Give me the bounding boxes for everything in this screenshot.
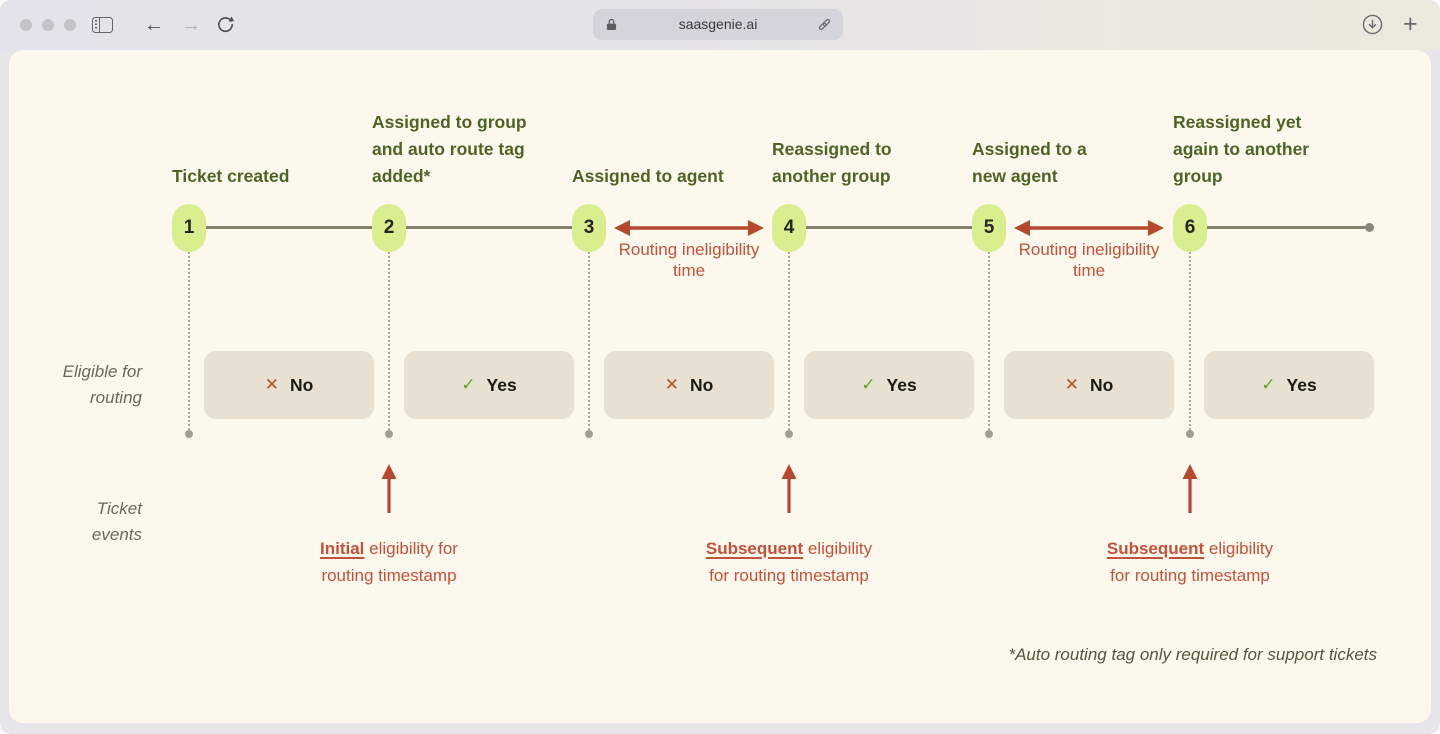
event-label-1: Ticket created: [172, 166, 290, 186]
event-label-3: Assigned to agent: [572, 166, 724, 186]
downloads-icon[interactable]: [1362, 14, 1383, 40]
timeline-segment: [1190, 226, 1370, 229]
eligibility-box-2: ✓ Yes: [404, 351, 574, 419]
annotation-subsequent-eligibility-2: Subsequent eligibility for routing times…: [1070, 535, 1310, 589]
up-arrow-icon: [381, 464, 397, 513]
eligibility-box-1: ✕ No: [204, 351, 374, 419]
drop-line: [188, 252, 190, 430]
double-arrow-icon: [1014, 220, 1164, 236]
event-label-2: Assigned to group and auto route tag add…: [372, 112, 527, 186]
lock-icon: [606, 18, 617, 36]
url-text: saasgenie.ai: [678, 16, 758, 32]
footnote: *Auto routing tag only required for supp…: [1008, 645, 1377, 664]
eligibility-value: No: [289, 374, 314, 395]
event-node-2: 2: [372, 204, 406, 252]
page-content: Ticket events Eligible for routing Ticke…: [9, 50, 1431, 723]
annotation-text: routing timestamp: [321, 566, 457, 585]
back-button[interactable]: ←: [144, 14, 164, 36]
annotation-text: for routing timestamp: [1110, 566, 1270, 585]
row-label-ticket-events: Ticket events: [91, 499, 142, 544]
check-icon: ✓: [461, 375, 476, 394]
event-label-4: Reassigned to another group: [772, 139, 892, 186]
eligibility-value: No: [1089, 374, 1114, 395]
event-node-4: 4: [772, 204, 806, 252]
eligibility-value: Yes: [486, 374, 517, 395]
window-zoom-button[interactable]: [64, 19, 76, 31]
window-close-button[interactable]: [20, 19, 32, 31]
event-label-6: Reassigned yet again to another group: [1173, 112, 1310, 186]
annotation-text: eligibility: [1204, 539, 1274, 558]
drop-dot: [585, 430, 593, 438]
timeline-end-dot: [1365, 223, 1374, 232]
drop-line: [588, 252, 590, 430]
double-arrow-icon: [614, 220, 764, 236]
drop-dot: [185, 430, 193, 438]
check-icon: ✓: [1261, 375, 1276, 394]
event-node-6: 6: [1173, 204, 1207, 252]
eligibility-box-3: ✕ No: [604, 351, 774, 419]
browser-toolbar: ← → saasgenie.ai: [0, 0, 1440, 50]
drop-dot: [985, 430, 993, 438]
window-minimize-button[interactable]: [42, 19, 54, 31]
annotation-text: eligibility for: [364, 539, 458, 558]
annotation-initial-eligibility: Initial eligibility for routing timestam…: [269, 535, 509, 589]
timeline-segment: [789, 226, 989, 229]
up-arrow-icon: [1182, 464, 1198, 513]
annotation-emphasis: Initial: [320, 539, 365, 558]
drop-dot: [385, 430, 393, 438]
event-label-5: Assigned to a new agent: [972, 139, 1087, 186]
annotation-subsequent-eligibility-1: Subsequent eligibility for routing times…: [669, 535, 909, 589]
address-bar[interactable]: saasgenie.ai: [593, 9, 843, 40]
x-icon: ✕: [264, 375, 279, 394]
event-node-5: 5: [972, 204, 1006, 252]
eligibility-value: Yes: [1286, 374, 1317, 395]
eligibility-box-4: ✓ Yes: [804, 351, 974, 419]
drop-line: [1189, 252, 1191, 430]
up-arrow-icon: [781, 464, 797, 513]
annotation-text: eligibility: [803, 539, 873, 558]
annotation-emphasis: Subsequent: [1106, 539, 1205, 558]
sidebar-toggle-icon[interactable]: [92, 17, 113, 33]
forward-button[interactable]: →: [181, 14, 201, 36]
routing-ineligibility-label: Routing ineligibility time: [618, 240, 760, 280]
routing-ineligibility-label: Routing ineligibility time: [1018, 240, 1160, 280]
annotation-emphasis: Subsequent: [705, 539, 804, 558]
eligibility-value: No: [689, 374, 714, 395]
drop-line: [388, 252, 390, 430]
drop-dot: [785, 430, 793, 438]
eligibility-box-5: ✕ No: [1004, 351, 1174, 419]
link-icon[interactable]: [817, 17, 832, 37]
drop-line: [788, 252, 790, 430]
annotation-text: for routing timestamp: [709, 566, 869, 585]
event-node-3: 3: [572, 204, 606, 252]
drop-line: [988, 252, 990, 430]
row-label-eligible-for-routing: Eligible for routing: [62, 362, 142, 407]
event-node-1: 1: [172, 204, 206, 252]
x-icon: ✕: [664, 375, 679, 394]
check-icon: ✓: [861, 375, 876, 394]
eligibility-box-6: ✓ Yes: [1204, 351, 1374, 419]
x-icon: ✕: [1064, 375, 1079, 394]
eligibility-value: Yes: [886, 374, 917, 395]
drop-dot: [1186, 430, 1194, 438]
new-tab-button[interactable]: +: [1403, 10, 1418, 38]
reload-icon[interactable]: [216, 15, 235, 39]
